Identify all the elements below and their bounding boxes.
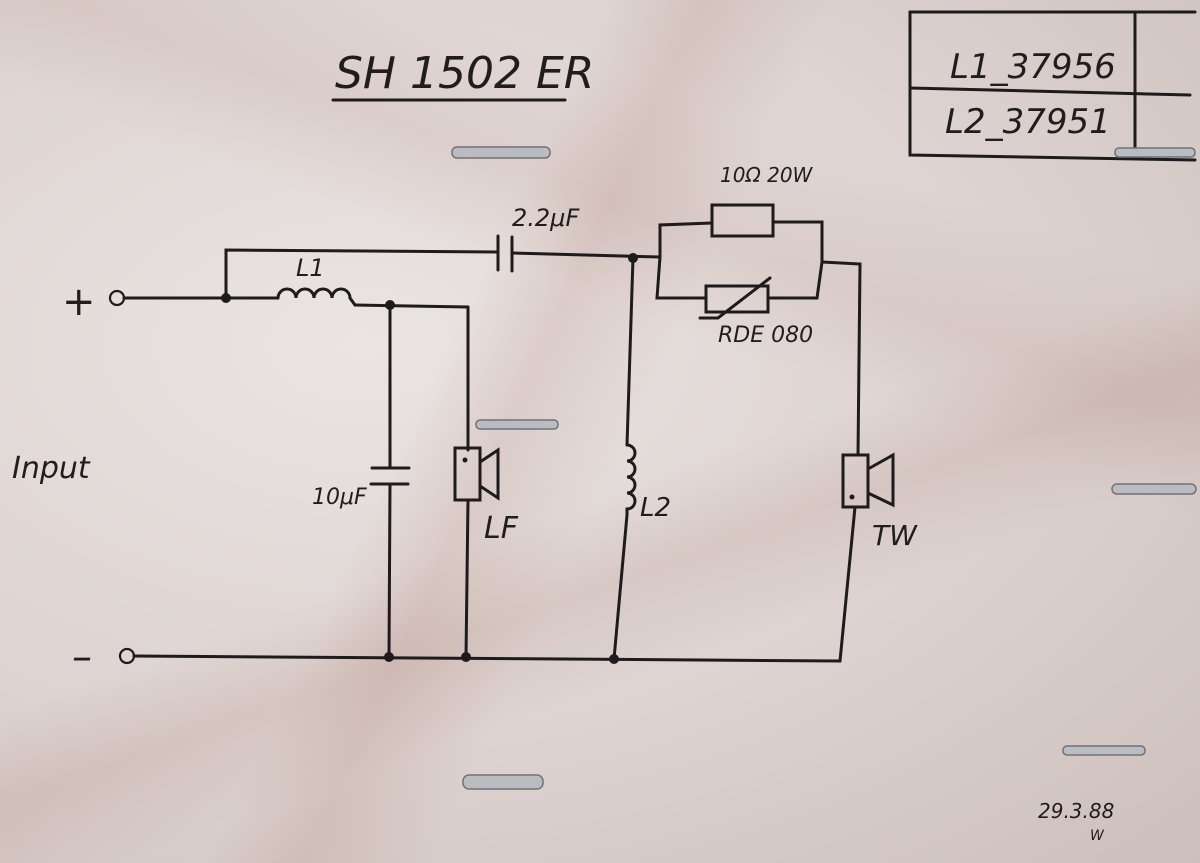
junction-dots xyxy=(221,253,638,664)
capacitor-shunt-symbol xyxy=(369,466,411,486)
plus-terminal-label: + xyxy=(62,279,96,325)
staples xyxy=(451,146,1197,790)
thermistor-symbol xyxy=(698,276,772,320)
date-note: 29.3.88 xyxy=(1038,799,1114,823)
capacitor-shunt-label: 10μF xyxy=(312,485,367,510)
woofer-label: LF xyxy=(484,511,519,546)
schematic-title: SH 1502 ER xyxy=(335,48,594,99)
thermistor-label: RDE 080 xyxy=(718,323,813,348)
inductor-l1-symbol xyxy=(276,287,357,307)
woofer-speaker-symbol xyxy=(453,446,500,502)
inductor-l1-label: L1 xyxy=(296,254,325,282)
resistor-label: 10Ω 20W xyxy=(720,163,814,187)
capacitor-series-label: 2.2μF xyxy=(512,204,580,232)
minus-terminal-label: – xyxy=(72,634,92,680)
plus-terminal xyxy=(108,289,126,307)
input-label: Input xyxy=(12,451,91,486)
tweeter-label: TW xyxy=(872,519,918,552)
inductor-l2-label: L2 xyxy=(640,493,671,523)
capacitor-series-symbol xyxy=(496,234,514,273)
initials-note: W xyxy=(1090,828,1105,844)
parts-table-row-l2: L2_37951 xyxy=(945,102,1111,142)
minus-terminal xyxy=(118,647,136,665)
parts-table-row-l1: L1_37956 xyxy=(950,47,1116,87)
wiring xyxy=(122,220,862,663)
resistor-symbol xyxy=(710,203,775,238)
tweeter-speaker-symbol xyxy=(841,452,895,509)
parts-table: L1_37956 L2_37951 xyxy=(908,10,1197,162)
inductor-l2-symbol xyxy=(625,443,637,517)
